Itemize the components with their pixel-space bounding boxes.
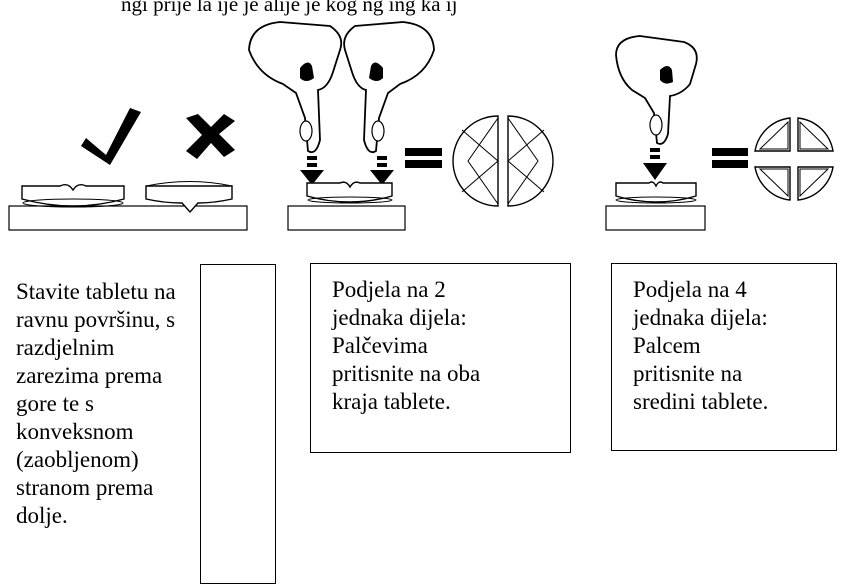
half-tablet-right-icon bbox=[507, 115, 554, 207]
instruction-text-flat-surface: Stavite tabletu na ravnu površinu, s raz… bbox=[16, 279, 176, 528]
tablet-pressed-two-icon bbox=[306, 181, 393, 204]
half-tablet-left-icon bbox=[452, 115, 499, 207]
instruction-box-flat-surface: Stavite tabletu na ravnu površinu, s raz… bbox=[0, 264, 276, 584]
quarter-tablet-top-left-icon bbox=[754, 117, 791, 152]
surface-base-2 bbox=[287, 205, 406, 231]
instruction-box-split-four: Podjela na 4 jednaka dijela: Palcem prit… bbox=[611, 263, 837, 451]
instruction-text-split-two: Podjela na 2 jednaka dijela: Palčevima p… bbox=[332, 277, 481, 414]
hand-right-icon bbox=[343, 21, 435, 154]
equals-icon-4 bbox=[712, 148, 748, 168]
tablet-wrong-icon bbox=[145, 181, 233, 214]
hand-single-icon bbox=[615, 35, 698, 145]
equals-icon-2 bbox=[405, 148, 442, 168]
quarter-tablet-top-right-icon bbox=[797, 117, 834, 152]
instruction-text-split-four: Podjela na 4 jednaka dijela: Palcem prit… bbox=[633, 277, 769, 414]
panel-split-two bbox=[248, 21, 554, 231]
tablet-instructions-illustration bbox=[8, 21, 834, 231]
tablet-correct-icon bbox=[21, 183, 125, 208]
surface-base-1 bbox=[8, 205, 248, 231]
panel-split-four bbox=[605, 35, 834, 231]
arrow-down-right-icon bbox=[370, 156, 394, 185]
checkmark-icon bbox=[81, 108, 141, 165]
quarter-tablet-bottom-right-icon bbox=[797, 166, 834, 201]
tablet-pressed-center-icon bbox=[615, 181, 697, 204]
panel-correct-placement bbox=[8, 108, 248, 231]
arrow-down-center-icon bbox=[643, 148, 667, 180]
header-text: ngi prije la ije je alije je kog ng ing … bbox=[121, 0, 458, 16]
arrow-down-left-icon bbox=[300, 156, 324, 185]
hand-left-icon bbox=[248, 21, 343, 154]
quarter-tablet-bottom-left-icon bbox=[754, 166, 791, 201]
instruction-box-split-two: Podjela na 2 jednaka dijela: Palčevima p… bbox=[310, 263, 571, 453]
clipped-header-text: ngi prije la ije je alije je kog ng ing … bbox=[0, 0, 844, 18]
surface-base-3 bbox=[605, 205, 706, 231]
cross-icon bbox=[186, 114, 235, 159]
